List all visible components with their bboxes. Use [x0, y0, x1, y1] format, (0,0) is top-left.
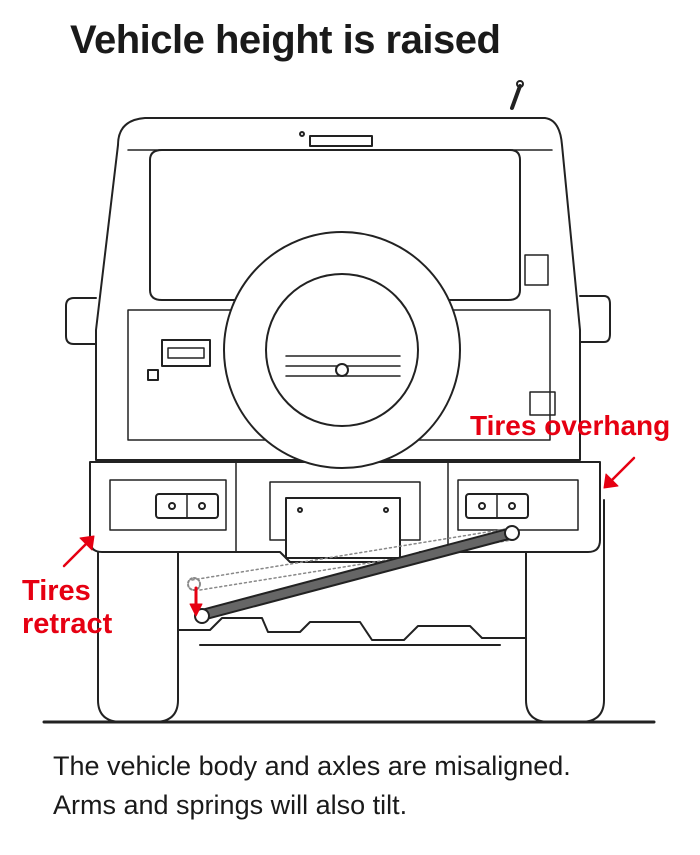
tires-overhang-label: Tires overhang	[470, 410, 671, 441]
underbody	[177, 589, 527, 646]
arm-drop-arrow-icon	[189, 586, 203, 617]
caption: The vehicle body and axles are misaligne…	[53, 747, 571, 825]
caption-line-1: The vehicle body and axles are misaligne…	[53, 751, 571, 781]
vehicle-diagram	[42, 80, 656, 724]
antenna	[510, 80, 524, 110]
tires	[97, 499, 605, 723]
tilted-arm	[194, 525, 520, 624]
retract-arrow-icon	[62, 535, 95, 568]
overhang-arrow-icon	[603, 456, 636, 489]
page-title: Vehicle height is raised	[70, 18, 501, 62]
spare-tire	[223, 231, 461, 469]
tires-retract-label: Tires retract	[22, 575, 113, 640]
original-arm-position	[187, 527, 513, 591]
caption-line-2: Arms and springs will also tilt.	[53, 790, 408, 820]
